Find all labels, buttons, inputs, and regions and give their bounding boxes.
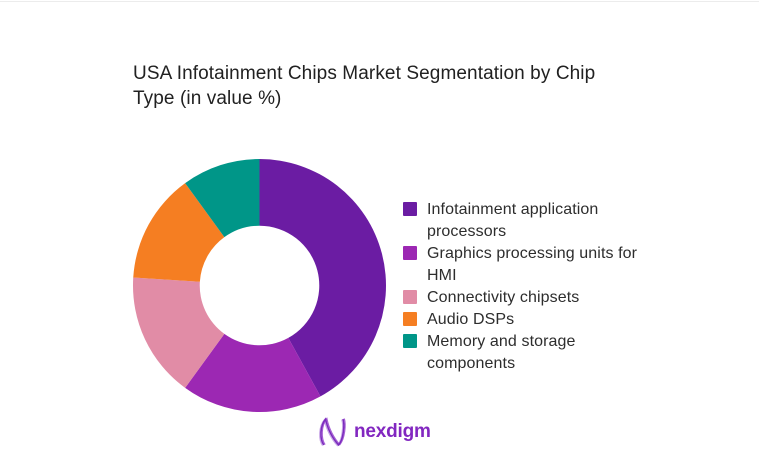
legend-item-memory-storage-components: Memory and storage components <box>403 331 661 375</box>
legend-item-graphics-processing-units: Graphics processing units for HMI <box>403 243 661 287</box>
legend-swatch-icon <box>403 246 417 260</box>
nexdigm-logo: nexdigm <box>317 415 431 449</box>
legend-item-connectivity-chipsets: Connectivity chipsets <box>403 287 661 309</box>
chart-title: USA Infotainment Chips Market Segmentati… <box>133 61 653 111</box>
legend-label: Audio DSPs <box>427 311 515 328</box>
donut-chart <box>132 158 387 413</box>
donut-slice-4 <box>133 183 225 282</box>
chart-title-line-1: USA Infotainment Chips Market Segmentati… <box>133 63 596 84</box>
donut-slice-3 <box>132 277 225 388</box>
chart-title-line-2: Type (in value %) <box>133 88 282 109</box>
legend-swatch-icon <box>403 312 417 326</box>
donut-chart-svg <box>132 158 386 413</box>
top-divider <box>0 1 759 2</box>
chart-legend: Infotainment application processors Grap… <box>403 199 661 375</box>
legend-swatch-icon <box>403 202 417 216</box>
legend-swatch-icon <box>403 334 417 348</box>
legend-item-infotainment-application-processors: Infotainment application processors <box>403 199 661 243</box>
donut-slice-2 <box>185 333 321 413</box>
nexdigm-wave-n-icon <box>319 417 346 447</box>
legend-swatch-icon <box>403 290 417 304</box>
nexdigm-logo-text: nexdigm <box>354 421 431 442</box>
donut-slice-1 <box>259 158 386 397</box>
legend-label: Connectivity chipsets <box>427 289 580 306</box>
donut-slice-5 <box>185 158 260 238</box>
legend-item-audio-dsps: Audio DSPs <box>403 309 661 331</box>
legend-label: Infotainment application processors <box>427 201 599 240</box>
legend-label: Graphics processing units for HMI <box>427 245 638 284</box>
legend-label: Memory and storage components <box>427 333 576 372</box>
